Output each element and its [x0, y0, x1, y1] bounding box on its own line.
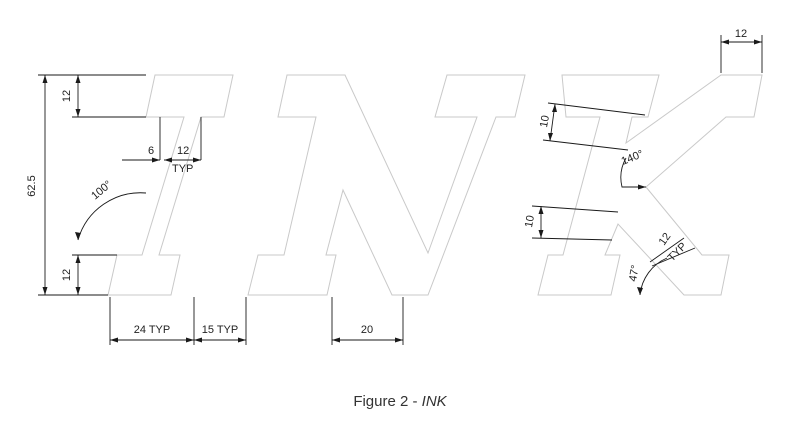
- dim-stem-typ: TYP: [172, 163, 193, 175]
- dim-k-arm-angle: 140°: [620, 148, 646, 168]
- dim-bottom-serif-height: 12: [61, 269, 73, 281]
- dim-overhang: 6: [148, 145, 154, 157]
- dim-k-leg-width: 12: [657, 231, 674, 248]
- dim-letter-gap: 15 TYP: [202, 324, 239, 336]
- figure-caption: Figure 2 - INK: [0, 393, 800, 410]
- dim-k-arm-offset-lower: 10: [523, 214, 537, 228]
- dim-k-leg-typ: TYP: [666, 240, 690, 264]
- letter-i-outline: [107, 74, 234, 296]
- dim-top-serif-height: 12: [61, 90, 73, 102]
- dim-k-leg-angle: 47°: [627, 264, 642, 282]
- caption-prefix: Figure 2 -: [353, 393, 422, 410]
- letter-k-outline: [537, 74, 763, 296]
- letter-n-outline: [247, 74, 526, 296]
- dim-serif-length: 24 TYP: [134, 324, 171, 336]
- dim-angle-i: 100°: [89, 178, 114, 202]
- caption-word: INK: [421, 393, 447, 410]
- dim-overall-height: 62.5: [26, 175, 38, 196]
- dim-stem-width: 12: [177, 145, 189, 157]
- dim-k-top-serif: 12: [735, 28, 747, 40]
- dim-n-offset: 20: [361, 324, 373, 336]
- dim-k-arm-offset-upper: 10: [538, 114, 552, 128]
